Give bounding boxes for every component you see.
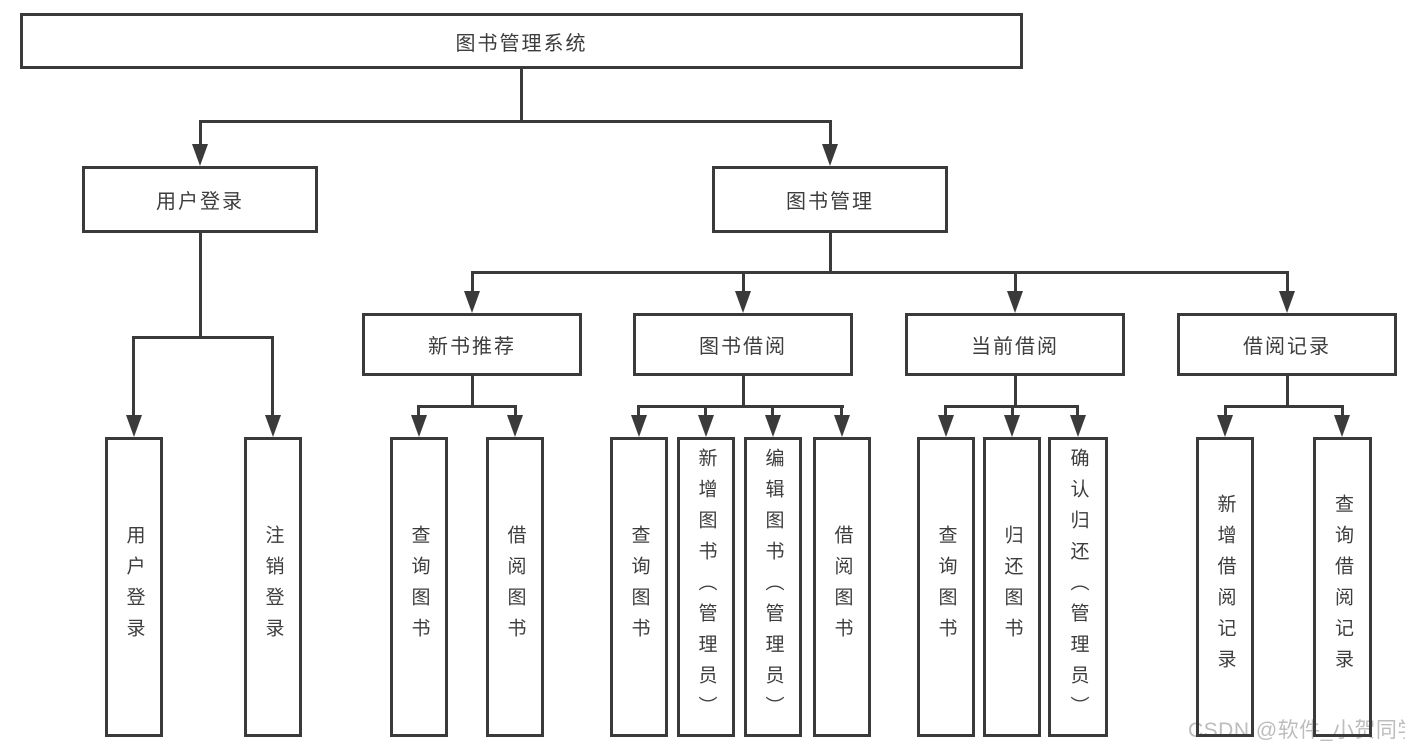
arrowhead-query-borrow-record	[1334, 415, 1350, 437]
connector-currentborrow-stub	[1014, 376, 1017, 407]
arrowhead-query-books-recommend	[411, 415, 427, 437]
connector-drop-leaf-user-login	[132, 336, 135, 417]
csdn-watermark: CSDN @软件_小贺同学	[1188, 719, 1405, 742]
arrowhead-borrow-books	[834, 415, 850, 437]
connector-userlogin-hline	[132, 336, 274, 339]
connector-borrowrecords-hline	[1224, 405, 1344, 408]
connector-root-hline	[199, 120, 832, 123]
node-current-borrow-label: 当前借阅	[971, 336, 1059, 358]
connector-drop-current-borrow	[1014, 271, 1017, 293]
node-current-borrow: 当前借阅	[905, 313, 1125, 376]
connector-drop-add-borrow-record	[1224, 405, 1227, 417]
leaf-query-books-borrow: 查询图书	[610, 437, 668, 737]
connector-bookborrow-stub	[742, 376, 745, 407]
connector-drop-book-borrow	[742, 271, 745, 293]
arrowhead-new-book-recommend	[464, 291, 480, 313]
node-book-borrow-label: 图书借阅	[699, 336, 787, 358]
node-book-management-label: 图书管理	[786, 191, 874, 213]
leaf-return-book-label: 归还图书	[1001, 525, 1023, 649]
leaf-query-books-recommend-label: 查询图书	[408, 525, 430, 649]
connector-drop-borrow-books-recommend	[514, 405, 517, 417]
connector-recommend-hline	[417, 405, 517, 408]
leaf-query-borrow-record-label: 查询借阅记录	[1332, 494, 1353, 680]
connector-drop-borrow-records	[1286, 271, 1289, 293]
arrowhead-add-book-admin	[698, 415, 714, 437]
leaf-add-book-admin: 新增图书（管理员）	[677, 437, 735, 737]
connector-borrowrecords-stub	[1286, 376, 1289, 407]
arrowhead-add-borrow-record	[1217, 415, 1233, 437]
leaf-borrow-books-label: 借阅图书	[831, 525, 853, 649]
node-user-login-label: 用户登录	[156, 191, 244, 213]
node-book-management: 图书管理	[712, 166, 948, 233]
connector-drop-return-book	[1011, 405, 1014, 417]
node-book-borrow: 图书借阅	[633, 313, 853, 376]
leaf-borrow-books-recommend-label: 借阅图书	[504, 525, 526, 649]
arrowhead-confirm-return	[1070, 415, 1086, 437]
connector-drop-leaf-logout	[271, 336, 274, 417]
connector-recommend-stub	[471, 376, 474, 407]
leaf-confirm-return-admin: 确认归还（管理员）	[1048, 437, 1108, 737]
connector-drop-query-books-recommend	[417, 405, 420, 417]
arrowhead-book-management	[822, 144, 838, 166]
node-borrow-records: 借阅记录	[1177, 313, 1397, 376]
connector-drop-query-books-borrow	[637, 405, 640, 417]
node-user-login: 用户登录	[82, 166, 318, 233]
leaf-add-book-admin-label: 新增图书（管理员）	[695, 447, 717, 727]
connector-drop-add-book-admin	[704, 405, 707, 417]
leaf-borrow-books-recommend: 借阅图书	[486, 437, 544, 737]
connector-bookmgmt-stub	[829, 233, 832, 274]
connector-drop-query-books-current	[944, 405, 947, 417]
leaf-query-books-borrow-label: 查询图书	[628, 525, 650, 649]
leaf-edit-book-admin-label: 编辑图书（管理员）	[762, 447, 784, 727]
leaf-borrow-books: 借阅图书	[813, 437, 871, 737]
leaf-query-books-current-label: 查询图书	[935, 525, 957, 649]
leaf-query-books-current: 查询图书	[917, 437, 975, 737]
leaf-return-book: 归还图书	[983, 437, 1041, 737]
node-library-system-label: 图书管理系统	[455, 32, 588, 55]
leaf-user-login: 用户登录	[105, 437, 163, 737]
leaf-add-borrow-record-label: 新增借阅记录	[1214, 494, 1236, 680]
leaf-query-borrow-record: 查询借阅记录	[1313, 437, 1372, 737]
node-new-book-recommend: 新书推荐	[362, 313, 582, 376]
arrowhead-query-books-current	[938, 415, 954, 437]
arrowhead-query-books-borrow	[631, 415, 647, 437]
connector-drop-user-login	[199, 120, 202, 146]
connector-drop-borrow-books	[840, 405, 843, 417]
node-new-book-recommend-label: 新书推荐	[428, 336, 516, 358]
connector-drop-book-management	[829, 120, 832, 146]
connector-root-stub	[520, 69, 523, 120]
arrowhead-leaf-logout	[265, 415, 281, 437]
leaf-logout: 注销登录	[244, 437, 302, 737]
arrowhead-borrow-records	[1279, 291, 1295, 313]
connector-drop-confirm-return	[1076, 405, 1079, 417]
arrowhead-book-borrow	[735, 291, 751, 313]
arrowhead-leaf-user-login	[126, 415, 142, 437]
connector-drop-query-borrow-record	[1341, 405, 1344, 417]
node-library-system: 图书管理系统	[20, 13, 1023, 69]
connector-bookborrow-hline	[637, 405, 844, 408]
arrowhead-return-book	[1004, 415, 1020, 437]
arrowhead-user-login	[192, 144, 208, 166]
connector-userlogin-stub	[199, 233, 202, 338]
node-borrow-records-label: 借阅记录	[1243, 336, 1331, 358]
leaf-logout-label: 注销登录	[262, 525, 284, 649]
arrowhead-current-borrow	[1007, 291, 1023, 313]
leaf-edit-book-admin: 编辑图书（管理员）	[744, 437, 802, 737]
arrowhead-borrow-books-recommend	[507, 415, 523, 437]
leaf-user-login-label: 用户登录	[123, 525, 145, 649]
leaf-confirm-return-admin-label: 确认归还（管理员）	[1067, 447, 1089, 727]
leaf-add-borrow-record: 新增借阅记录	[1196, 437, 1254, 737]
leaf-query-books-recommend: 查询图书	[390, 437, 448, 737]
connector-bookmgmt-hline	[471, 271, 1289, 274]
arrowhead-edit-book-admin	[765, 415, 781, 437]
connector-drop-new-book-recommend	[471, 271, 474, 293]
connector-drop-edit-book-admin	[771, 405, 774, 417]
